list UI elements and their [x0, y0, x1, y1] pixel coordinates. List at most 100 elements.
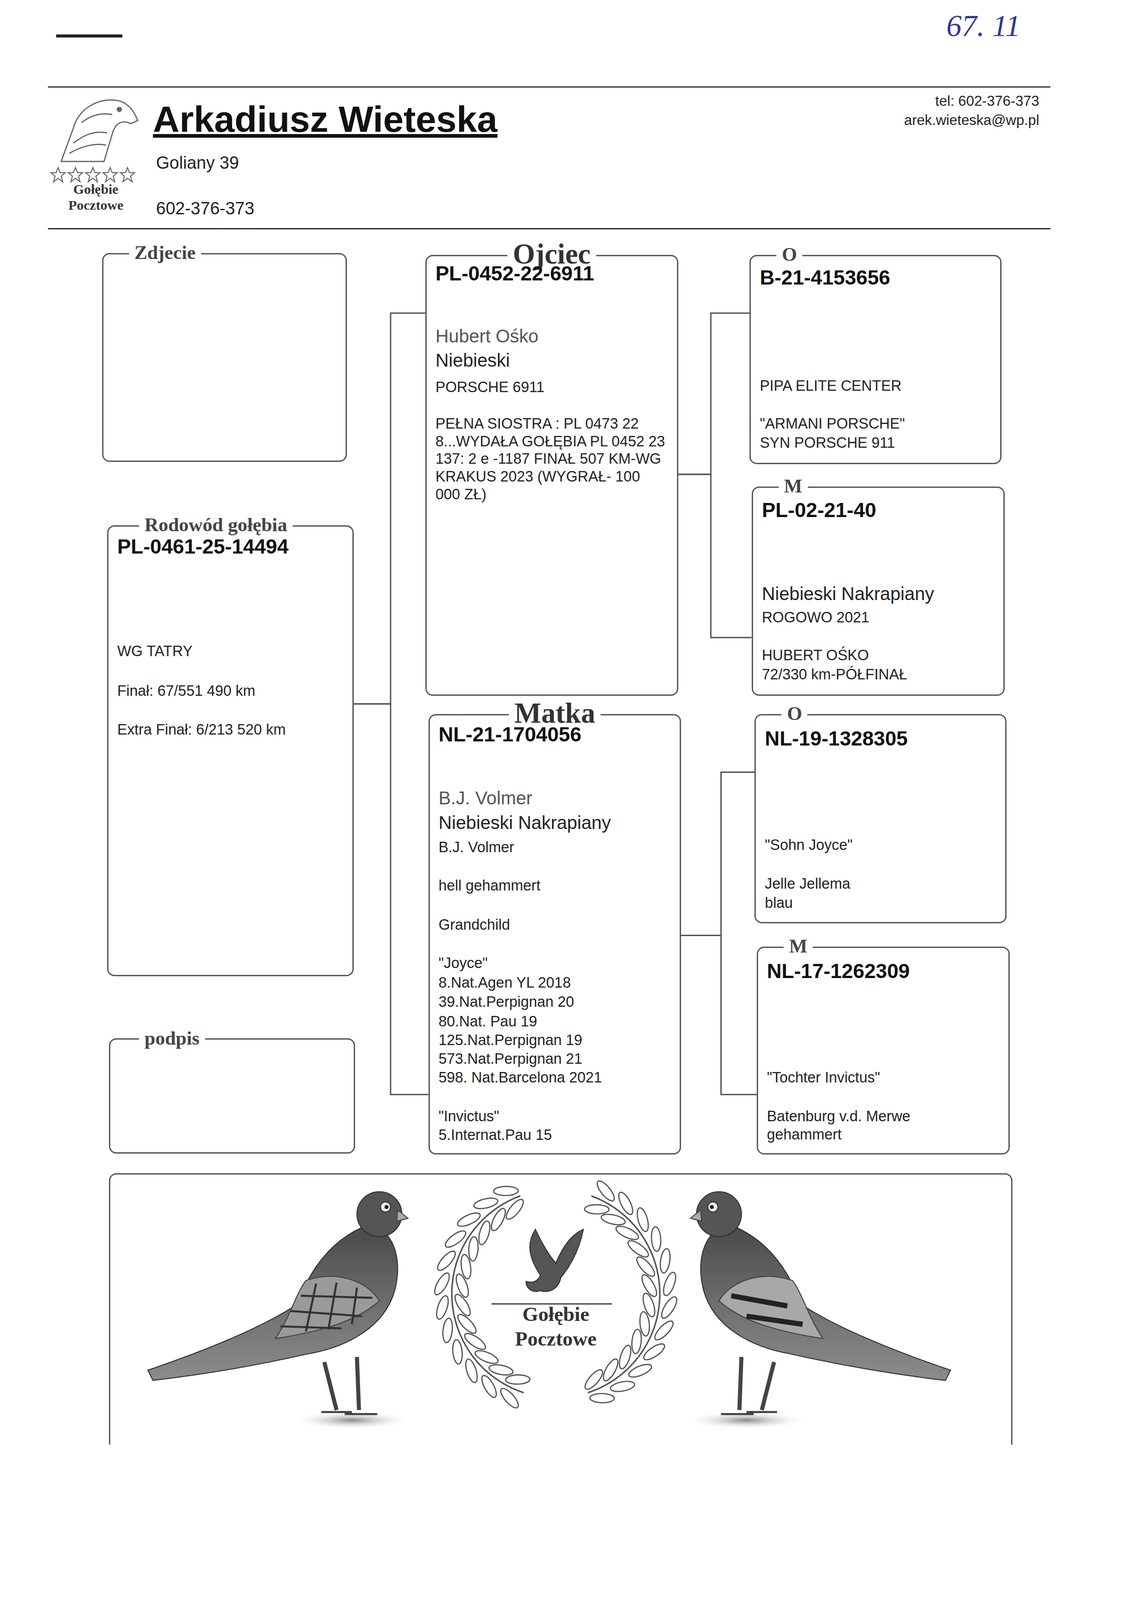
- ring-number: PL-0461-25-14494: [117, 534, 344, 559]
- banner-box: Gołębie Pocztowe: [108, 1172, 1013, 1445]
- laurel-leaf: [589, 1393, 615, 1403]
- pedigree-text: Gołębie Pocztowe: [496, 1301, 615, 1351]
- header-text: 602-376-373: [155, 198, 255, 219]
- laurel-leaf: [431, 1270, 452, 1297]
- pedigree-text: blau: [764, 893, 997, 912]
- pedigree-text: 8.Nat.Agen YL 2018: [438, 973, 672, 992]
- pedigree-bracket: [678, 474, 752, 638]
- header-rule: [47, 227, 1051, 230]
- box-heading: M: [783, 936, 813, 956]
- pedigree-box: OB-21-4153656PIPA ELITE CENTER"ARMANI PO…: [749, 254, 1002, 465]
- laurel-leaf: [479, 1373, 500, 1400]
- pedigree-text: PEŁNA SIOSTRA : PL 0473 22 8...WYDAŁA GO…: [435, 414, 668, 504]
- breeder-name: Arkadiusz Wieteska: [153, 98, 498, 141]
- pedigree-text: "Invictus": [438, 1107, 672, 1126]
- laurel-leaf: [493, 1185, 519, 1196]
- laurel-leaf: [441, 1317, 454, 1343]
- laurel-leaf: [658, 1247, 672, 1274]
- laurel-leaf: [609, 1379, 636, 1394]
- pedigree-text: 39.Nat.Perpignan 20: [438, 992, 672, 1011]
- pedigree-box: Zdjecie: [102, 253, 347, 463]
- laurel-leaf: [472, 1195, 499, 1210]
- pedigree-text: Niebieski Nakrapiany: [761, 583, 995, 605]
- laurel-leaf: [455, 1210, 482, 1230]
- header-text: arek.wieteska@wp.pl: [903, 112, 1039, 129]
- ring-number: B-21-4153656: [759, 265, 992, 290]
- pedigree-box: Rodowód gołębiaPL-0461-25-14494WG TATRYF…: [107, 525, 354, 977]
- header-text: tel: 602-376-373: [935, 92, 1040, 110]
- pedigree-text: Batenburg v.d. Merwe: [766, 1107, 1000, 1126]
- laurel-leaf: [476, 1219, 493, 1246]
- laurel-leaf: [488, 1206, 508, 1233]
- ring-number: PL-0452-22-6911: [435, 261, 668, 286]
- pedigree-text: Hubert Ośko: [435, 325, 668, 348]
- laurel-leaf: [614, 1223, 641, 1243]
- laurel-leaf: [634, 1254, 658, 1279]
- pedigree-bracket: [353, 313, 426, 704]
- laurel-leaf: [661, 1270, 678, 1297]
- laurel-leaf: [451, 1338, 464, 1364]
- pigeon-left: [147, 1191, 414, 1430]
- laurel-leaf: [625, 1237, 651, 1260]
- header-rule: [47, 86, 1051, 88]
- laurel-leaf: [443, 1227, 469, 1250]
- pedigree-text: 598. Nat.Barcelona 2021: [438, 1068, 672, 1087]
- box-heading: O: [776, 244, 803, 265]
- pedigree-text: hell gehammert: [438, 876, 672, 895]
- laurel-leaf: [658, 1294, 680, 1320]
- laurel-leaf: [434, 1294, 451, 1321]
- laurel-leaf: [639, 1272, 660, 1299]
- pedigree-box: OjciecPL-0452-22-6911Hubert OśkoNiebiesk…: [425, 254, 679, 696]
- pedigree-bracket: [678, 313, 750, 475]
- pedigree-text: "Tochter Invictus": [766, 1068, 1000, 1087]
- pedigree-text: HUBERT OŚKO: [761, 646, 995, 665]
- laurel-leaf: [600, 1356, 621, 1383]
- laurel-leaf: [462, 1330, 488, 1353]
- pedigree-text: PIPA ELITE CENTER: [759, 377, 992, 395]
- laurel-leaf: [468, 1235, 479, 1261]
- pedigree-text: WG TATRY: [117, 642, 344, 661]
- laurel-leaf: [473, 1347, 500, 1366]
- laurel-leaf: [505, 1374, 531, 1385]
- pedigree-text: Grandchild: [438, 915, 672, 934]
- ring-number: NL-19-1328305: [764, 726, 997, 751]
- pedigree-bracket: [353, 703, 429, 1095]
- pedigree-box: podpis: [108, 1038, 355, 1154]
- laurel-leaf: [652, 1317, 677, 1343]
- pedigree-text: "Sohn Joyce": [764, 836, 997, 854]
- pedigree-bracket: [681, 934, 757, 1095]
- pedigree-text: 80.Nat. Pau 19: [438, 1012, 672, 1031]
- pedigree-text: "Joyce": [438, 954, 672, 972]
- box-heading: podpis: [139, 1028, 206, 1049]
- pedigree-text: PORSCHE 6911: [435, 378, 668, 397]
- laurel-leaf: [615, 1190, 636, 1217]
- header-text: Goliany 39: [155, 153, 239, 174]
- box-heading: Zdjecie: [129, 242, 202, 263]
- pedigree-text: Niebieski: [435, 349, 668, 372]
- laurel-leaf: [463, 1357, 480, 1384]
- ring-number: NL-17-1262309: [766, 958, 1000, 984]
- box-heading: O: [781, 703, 808, 724]
- laurel-leaf: [650, 1226, 662, 1252]
- pedigree-box: ONL-19-1328305"Sohn Joyce"Jelle Jellemab…: [754, 713, 1007, 924]
- pedigree-text: Niebieski Nakrapiany: [438, 811, 672, 834]
- pedigree-box: MPL-02-21-40Niebieski NakrapianyROGOWO 2…: [751, 486, 1005, 696]
- laurel-leaf: [641, 1340, 667, 1363]
- pedigree-text: 5.Internat.Pau 15: [438, 1125, 672, 1144]
- pedigree-text: 125.Nat.Perpignan 19: [438, 1031, 672, 1049]
- box-heading: Rodowód gołębia: [139, 515, 293, 535]
- laurel-leaf: [630, 1328, 643, 1354]
- pedigree-text: Extra Finał: 6/213 520 km: [117, 720, 344, 739]
- eagle-logo: [51, 99, 138, 182]
- pedigree-bracket: [681, 772, 755, 936]
- laurel-leaf: [497, 1385, 521, 1410]
- scan-mark: [56, 34, 123, 38]
- pedigree-text: ROGOWO 2021: [761, 608, 995, 627]
- pedigree-text: SYN PORSCHE 911: [759, 433, 992, 452]
- header-text: 67. 11: [946, 8, 1021, 44]
- laurel-leaf: [600, 1212, 627, 1227]
- pedigree-text: 573.Nat.Perpignan 21: [438, 1049, 672, 1068]
- laurel-leaf: [584, 1204, 610, 1214]
- flying-pigeon: [491, 1229, 612, 1304]
- pedigree-text: B.J. Volmer: [438, 787, 672, 810]
